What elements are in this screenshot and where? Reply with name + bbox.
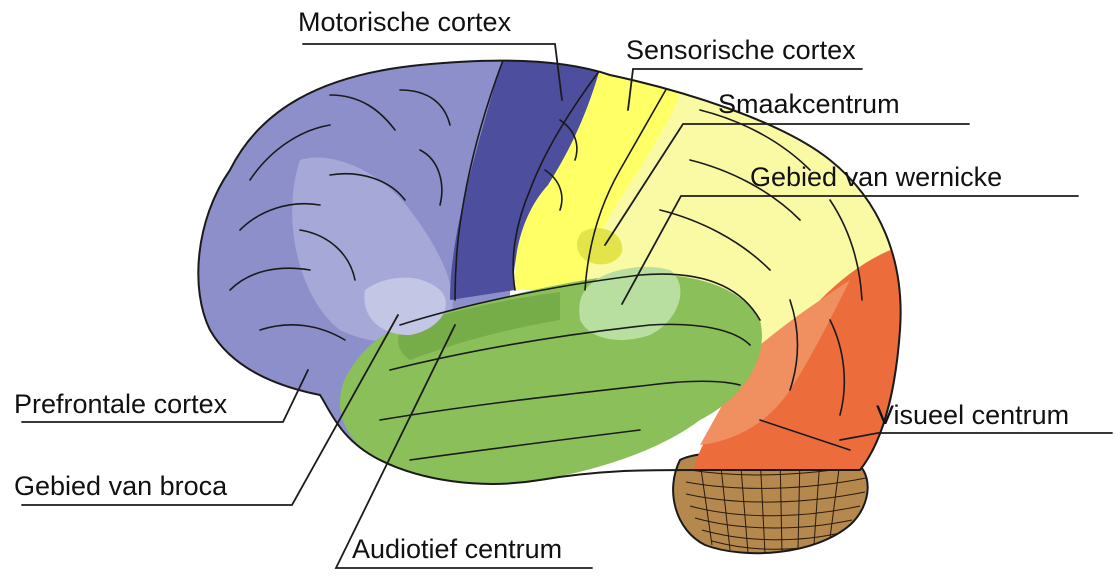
label-taste-center: Smaakcentrum — [718, 89, 900, 119]
label-visual-center: Visueel centrum — [876, 400, 1069, 430]
label-wernicke-area: Gebied van wernicke — [750, 162, 1002, 192]
label-sensory-cortex: Sensorische cortex — [626, 35, 856, 65]
label-prefrontal-cortex: Prefrontale cortex — [14, 389, 228, 419]
label-motor-cortex: Motorische cortex — [298, 7, 512, 37]
label-broca-area: Gebied van broca — [14, 471, 228, 501]
label-auditory-center: Audiotief centrum — [352, 534, 562, 564]
